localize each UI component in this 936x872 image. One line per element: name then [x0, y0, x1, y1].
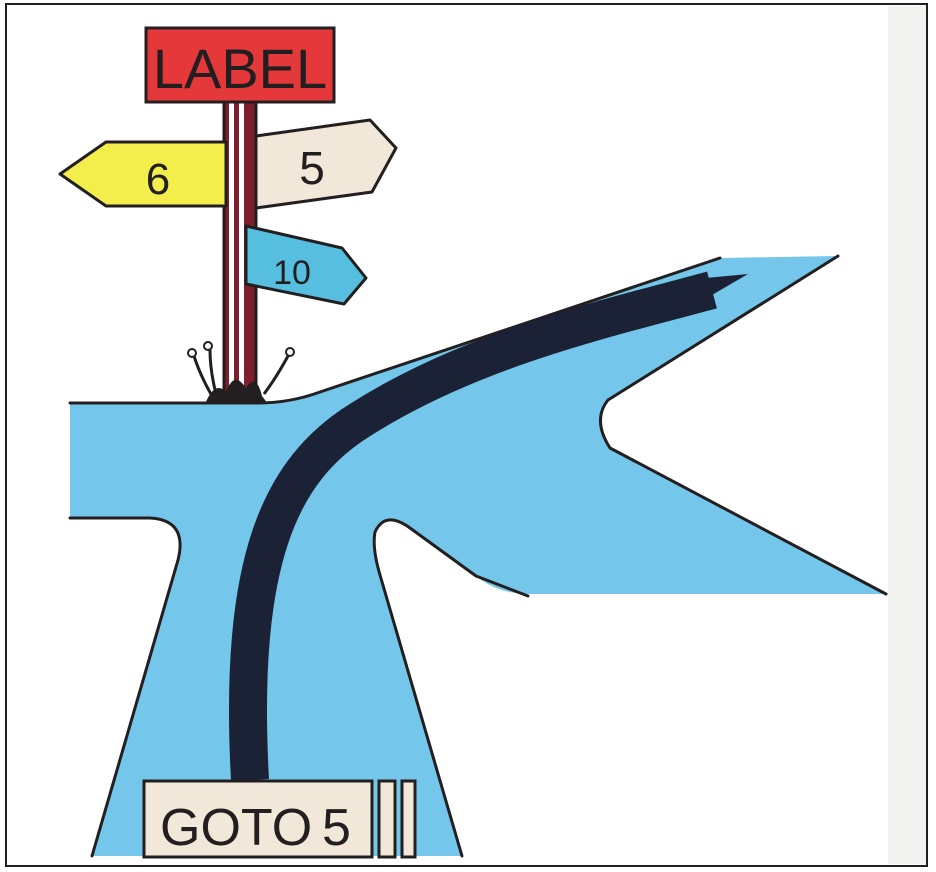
goto-box — [142, 779, 374, 859]
paper-fold-shade — [888, 6, 926, 864]
page-border — [5, 3, 928, 867]
sign-arrow-right-label: 5 — [299, 142, 325, 194]
goto-keyword: GOTO — [160, 799, 312, 857]
path-arrowhead — [700, 274, 748, 302]
sign-arrow-small — [244, 224, 368, 306]
sign-arrow-small-label: 10 — [273, 254, 311, 292]
road-shape — [70, 256, 886, 856]
road-inner-edge — [372, 518, 530, 858]
goto-bar-1 — [377, 779, 397, 859]
label-header-sign — [144, 26, 336, 104]
path-arrow-line-taper — [497, 283, 714, 357]
label-header-text: LABEL — [153, 37, 327, 100]
sign-arrow-left-label: 6 — [146, 155, 170, 204]
ground-splash — [187, 341, 295, 404]
sign-arrow-right — [254, 118, 398, 210]
sign-arrow-left — [58, 140, 228, 208]
signpost-stripe-2 — [239, 100, 244, 400]
signpost-stripe-1 — [229, 100, 234, 400]
goto-bar-2 — [400, 779, 417, 859]
goto-target: 5 — [322, 799, 351, 857]
road-left-edge — [68, 516, 182, 858]
road-notch-edge — [599, 254, 888, 596]
